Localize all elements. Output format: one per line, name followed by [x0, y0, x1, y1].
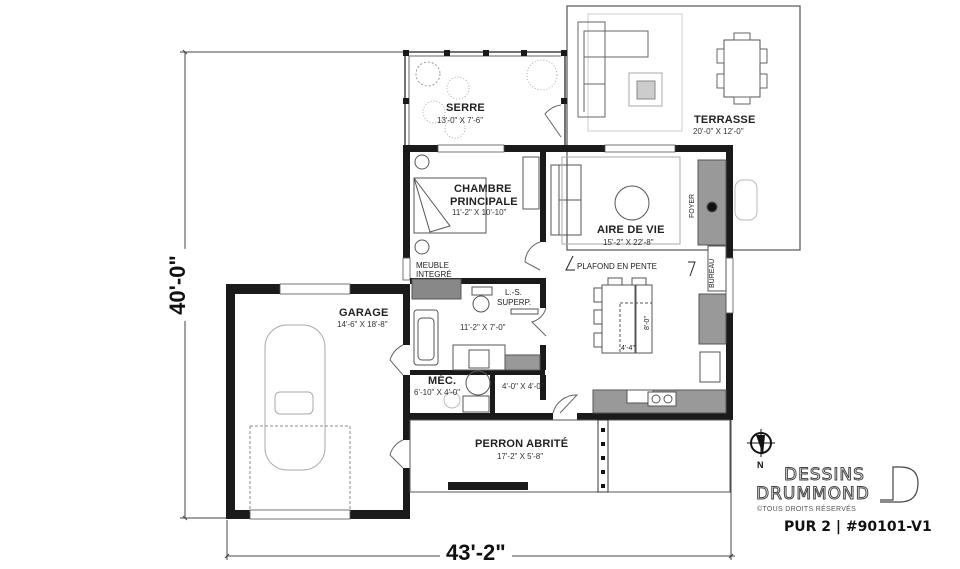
label-bureau: BUREAU — [709, 258, 716, 288]
brand-line1: DESSINS — [784, 465, 865, 486]
room-size-mecanique: 6'-10" X 4'-0" — [414, 388, 461, 397]
room-size-garage: 14'-6" X 18'-8" — [337, 320, 388, 329]
label-foyer: FOYER — [689, 193, 696, 218]
room-name-serre: SERRE — [446, 102, 485, 114]
room-size-aire-de-vie: 15'-2" X 22'-8" — [603, 238, 654, 247]
perron-abrite — [409, 419, 731, 493]
plan-id: PUR 2 | #90101-V1 — [784, 519, 932, 535]
house-walls — [226, 144, 734, 520]
room-size-chambre: 11'-2" X 10'-10" — [452, 208, 507, 217]
room-name-chambre-line2: PRINCIPALE — [450, 196, 518, 208]
brand-line2: DRUMMOND — [756, 484, 870, 505]
dimension-width: 43'-2" — [440, 540, 512, 566]
room-size-terrasse: 20'-0" X 12'-0" — [693, 127, 744, 136]
fixtures — [249, 154, 727, 512]
label-ls: L.-S. — [505, 288, 522, 297]
room-name-garage: GARAGE — [339, 307, 389, 319]
room-size-serre: 13'-0" X 7'-6" — [437, 116, 484, 125]
label-integre: INTEGRÉ — [416, 270, 452, 279]
north-arrow-icon — [747, 429, 775, 457]
label-meuble: MEUBLE — [416, 261, 449, 270]
room-name-chambre-line1: CHAMBRE — [454, 183, 512, 195]
room-name-aire-de-vie: AIRE DE VIE — [597, 224, 665, 236]
terrasse-outline — [566, 5, 801, 251]
brand-copyright: ©TOUS DROITS RÉSERVÉS — [757, 506, 857, 513]
room-size-perron: 17'-2" X 5'-8" — [497, 452, 544, 461]
label-island-width: 4'-4" — [621, 345, 635, 352]
label-superp: SUPERP. — [497, 298, 532, 307]
room-name-terrasse: TERRASSE — [694, 114, 756, 126]
label-island-depth: 8'-0" — [644, 316, 651, 330]
label-plafond-en-pente: PLAFOND EN PENTE — [577, 262, 658, 271]
north-label: N — [757, 460, 764, 470]
room-size-vestibule: 4'-0" X 4'-0" — [502, 382, 544, 391]
room-size-salle-de-bain: 11'-2" X 7'-0" — [460, 323, 506, 332]
brand-logo-icon — [880, 466, 919, 503]
serre-walls — [403, 50, 567, 151]
room-name-mecanique: MÉC. — [428, 375, 457, 387]
room-name-perron: PERRON ABRITÉ — [475, 438, 569, 450]
dimension-depth: 40'-0" — [164, 249, 191, 321]
